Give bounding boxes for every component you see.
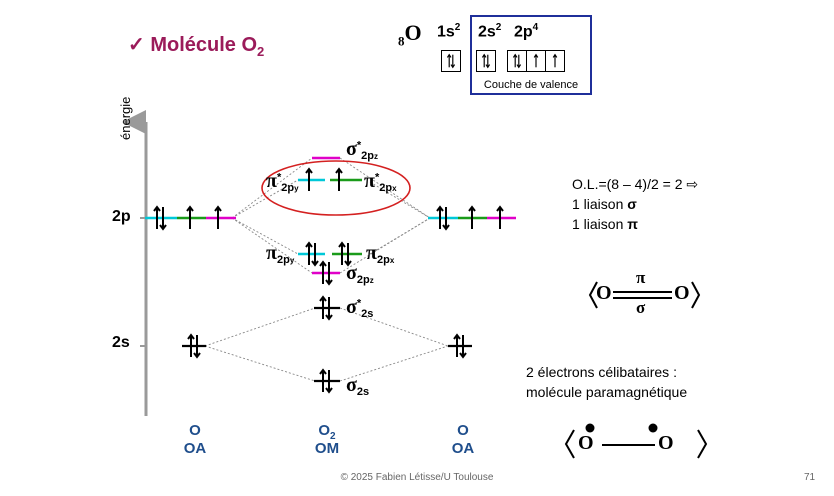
column-right-bottom: OA: [451, 440, 475, 457]
valence-label: Couche de valence: [483, 79, 579, 91]
column-left-bottom: OA: [183, 440, 207, 457]
bond-order-pi: 1 liaison π: [572, 216, 638, 232]
correlation-lines: [204, 157, 449, 382]
box-2s: [476, 50, 496, 72]
column-middle-top: O2: [318, 422, 336, 442]
label-sigma-2s: σ2s: [346, 374, 370, 399]
label-pi-star-2px: π*2px: [364, 170, 397, 195]
electrons: [153, 167, 504, 394]
lewis1-sigma: σ: [636, 298, 646, 317]
label-pi-2py: π2py: [266, 242, 295, 267]
box-2p-1: [507, 50, 527, 72]
level-lines: [145, 156, 516, 275]
lewis-structure-2: [564, 423, 708, 459]
label-sigma-star-2s: σ*2s: [346, 296, 374, 321]
column-right-top: O: [457, 422, 469, 439]
lewis1-atom-right: O: [674, 282, 690, 304]
column-left-top: O: [189, 422, 201, 439]
bond-order-formula: O.L.=(8 – 4)/2 = 2 ⇨: [572, 176, 699, 192]
energy-axis-label: énergie: [118, 96, 133, 140]
valence-shell-box: Couche de valence: [470, 15, 592, 95]
magnetism-line1: 2 électrons célibataires :: [526, 364, 677, 380]
level-2p-label: 2p: [112, 208, 131, 225]
box-1s: [441, 50, 461, 72]
element-symbol: 8O: [398, 20, 422, 49]
column-middle-bottom: OM: [314, 440, 340, 457]
lewis1-pi: π: [636, 268, 646, 287]
label-sigma-2pz: σ2pz: [346, 262, 374, 287]
label-pi-star-2py: π*2py: [266, 170, 299, 195]
box-2p-3: [545, 50, 565, 72]
config-core: 1s2: [437, 22, 461, 41]
s-levels: [182, 306, 472, 383]
bond-order-sigma: 1 liaison σ: [572, 196, 637, 212]
label-sigma-star-2pz: σ*2pz: [346, 138, 379, 163]
footer-copyright: © 2025 Fabien Létisse/U Toulouse: [340, 472, 494, 483]
config-2s: 2s2: [478, 22, 502, 41]
magnetism-line2: molécule paramagnétique: [526, 384, 688, 400]
slide-title: ✓ Molécule O2: [128, 34, 265, 59]
lewis2-atom-right: O: [658, 432, 674, 454]
page-number: 71: [804, 472, 816, 483]
lewis-structure-1: [588, 281, 701, 309]
lewis2-atom-left: O: [578, 432, 594, 454]
label-pi-2px: π2px: [366, 242, 395, 267]
antibonding-pi-ellipse: [261, 160, 411, 216]
config-2p: 2p4: [514, 22, 539, 41]
lewis1-atom-left: O: [596, 282, 612, 304]
level-2s-label: 2s: [112, 334, 130, 351]
